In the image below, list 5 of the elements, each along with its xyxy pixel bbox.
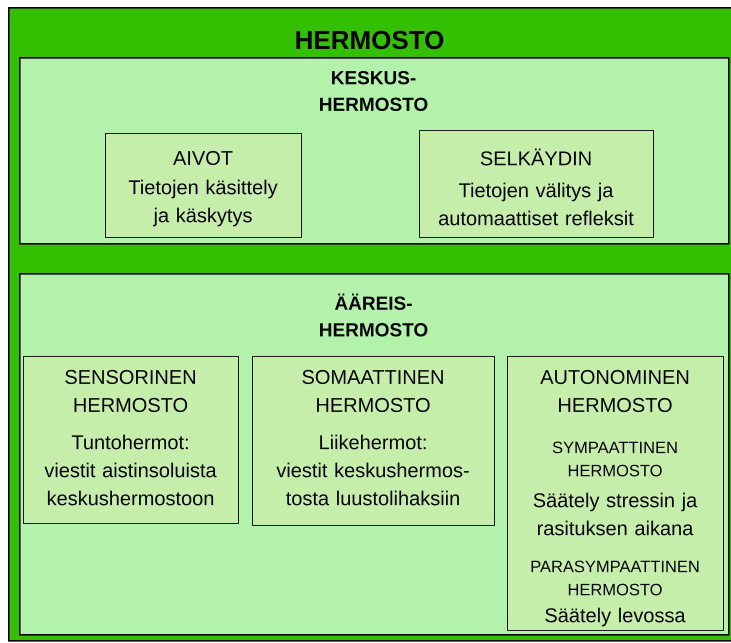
text-box: SELKÄYDIN Tietojen välitys ja automaattiset refleksit: [419, 130, 654, 238]
text-box: SOMAATTINEN HERMOSTO Liikehermot: viestit keskushermos- tosta luustolihaksiin: [252, 356, 495, 526]
text-box: AUTONOMINEN HERMOSTO SYMPAATTINEN HERMOSTO Säätely stressin ja rasituksen aikana PARASYMPAATTINEN HERMOSTO Säätely levossa: [507, 356, 724, 631]
text-box: SENSORINEN HERMOSTO Tuntohermot: viestit aistinsoluista keskushermostoon: [23, 356, 239, 524]
text-box: AIVOT Tietojen käsittely ja käskytys: [105, 133, 302, 238]
